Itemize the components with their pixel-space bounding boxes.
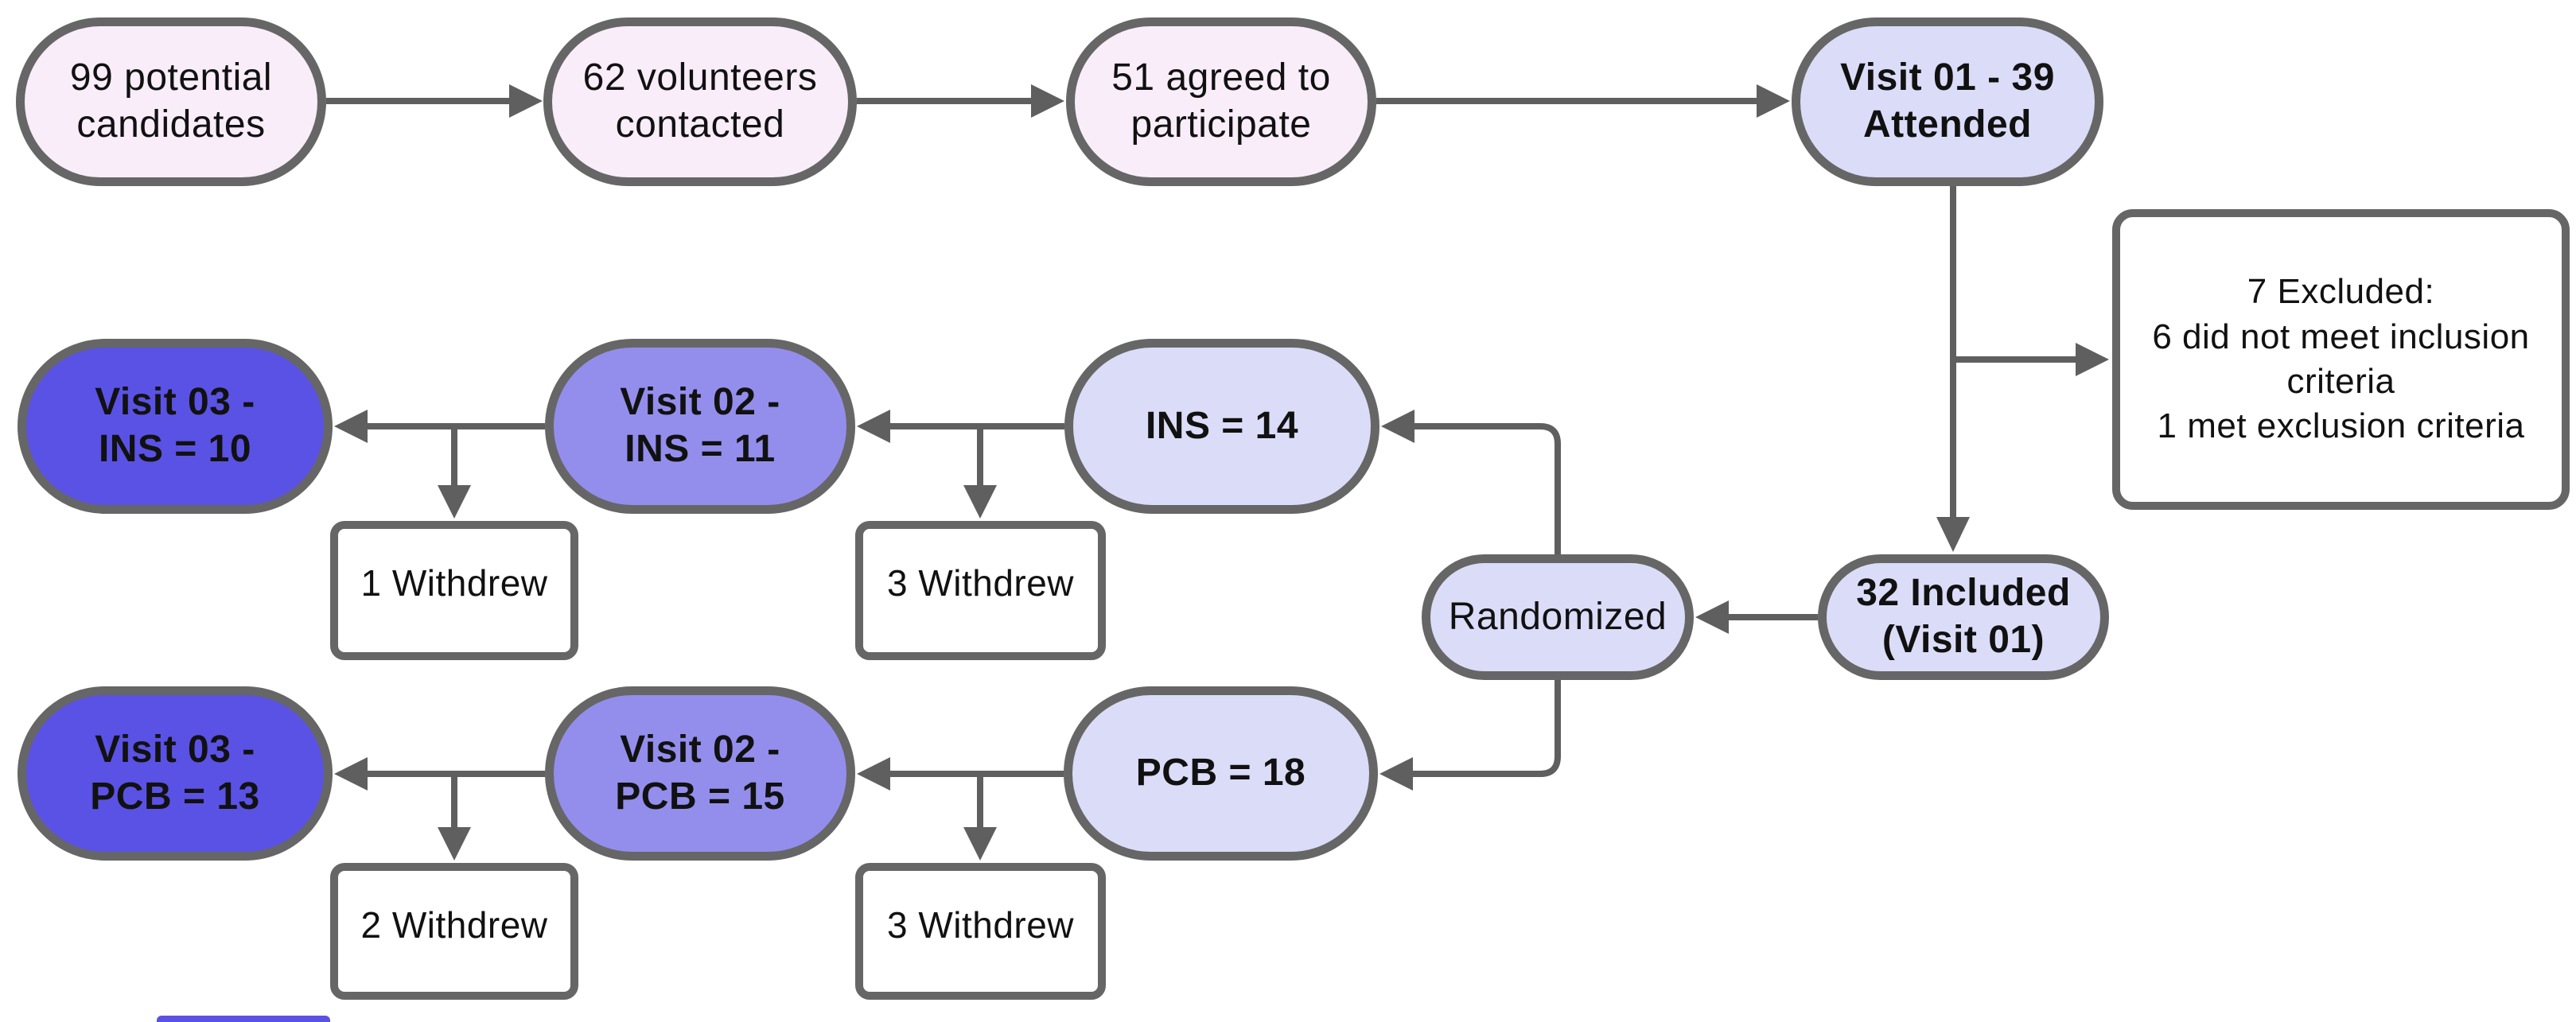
arrow-ins-branch-to-3withdrew bbox=[963, 426, 997, 519]
node-label: 99 potential candidates bbox=[69, 56, 273, 146]
arrow-visit02ins-branch-to-1withdrew bbox=[438, 426, 471, 519]
node-label: Visit 03 - INS = 10 bbox=[95, 381, 255, 470]
arrow-visit01-to-included bbox=[1936, 186, 1970, 552]
node-label: Visit 01 - 39 Attended bbox=[1840, 56, 2055, 146]
node-label: PCB = 18 bbox=[1135, 752, 1306, 795]
node-visit02-ins: Visit 02 - INS = 11 bbox=[545, 339, 855, 514]
arrow-contacted-to-agreed bbox=[857, 84, 1064, 118]
node-label: 51 agreed to participate bbox=[1111, 56, 1331, 146]
node-randomized: Randomized bbox=[1422, 554, 1694, 680]
arrow-candidates-to-contacted bbox=[326, 84, 543, 118]
arrow-ins-to-visit02ins bbox=[857, 410, 1064, 443]
node-label: Visit 03 - PCB = 13 bbox=[90, 728, 260, 818]
node-label: Visit 02 - INS = 11 bbox=[620, 381, 780, 470]
node-label: 2 Withdrew bbox=[360, 904, 548, 946]
arrow-randomized-to-pcb bbox=[1379, 680, 1561, 791]
node-label: 1 Withdrew bbox=[360, 562, 548, 604]
node-3-withdrew-ins: 3 Withdrew bbox=[855, 521, 1106, 660]
arrow-visit02pcb-to-visit03pcb bbox=[334, 757, 545, 791]
arrow-visit01-to-excluded bbox=[1953, 343, 2109, 376]
arrow-visit02ins-to-visit03ins bbox=[334, 410, 545, 443]
node-agreed-to-participate: 51 agreed to participate bbox=[1066, 17, 1376, 186]
node-1-withdrew: 1 Withdrew bbox=[330, 521, 578, 660]
node-pcb-18: PCB = 18 bbox=[1064, 686, 1378, 861]
node-2-withdrew: 2 Withdrew bbox=[330, 863, 578, 1000]
node-3-withdrew-pcb: 3 Withdrew bbox=[855, 863, 1106, 1000]
node-label: Randomized bbox=[1448, 595, 1667, 638]
node-potential-candidates: 99 potential candidates bbox=[16, 17, 326, 186]
node-label: 62 volunteers contacted bbox=[582, 56, 818, 146]
node-label: Visit 02 - PCB = 15 bbox=[615, 728, 785, 818]
node-visit03-pcb: Visit 03 - PCB = 13 bbox=[18, 686, 333, 861]
node-label: 3 Withdrew bbox=[886, 904, 1075, 946]
node-label: 3 Withdrew bbox=[886, 562, 1075, 604]
arrow-included-to-randomized bbox=[1695, 600, 1818, 634]
arrow-randomized-to-ins bbox=[1381, 410, 1561, 554]
node-ins-14: INS = 14 bbox=[1064, 339, 1379, 514]
node-visit03-ins: Visit 03 - INS = 10 bbox=[18, 339, 333, 514]
arrow-pcb-branch-to-3withdrew bbox=[963, 774, 997, 861]
node-label: 32 Included (Visit 01) bbox=[1856, 572, 2071, 661]
node-visit02-pcb: Visit 02 - PCB = 15 bbox=[545, 686, 855, 861]
node-volunteers-contacted: 62 volunteers contacted bbox=[543, 17, 857, 186]
node-excluded-box: 7 Excluded: 6 did not meet inclusion cri… bbox=[2112, 209, 2570, 510]
arrow-visit02pcb-branch-to-2withdrew bbox=[438, 774, 471, 861]
node-included-visit01: 32 Included (Visit 01) bbox=[1818, 554, 2109, 680]
node-label: 7 Excluded: 6 did not meet inclusion cri… bbox=[2152, 272, 2530, 446]
clipped-node-artifact bbox=[157, 1016, 330, 1022]
node-label: INS = 14 bbox=[1145, 404, 1299, 447]
arrow-pcb-to-visit02pcb bbox=[857, 757, 1064, 791]
arrow-agreed-to-visit01 bbox=[1376, 84, 1790, 118]
node-visit01-attended: Visit 01 - 39 Attended bbox=[1792, 17, 2103, 186]
